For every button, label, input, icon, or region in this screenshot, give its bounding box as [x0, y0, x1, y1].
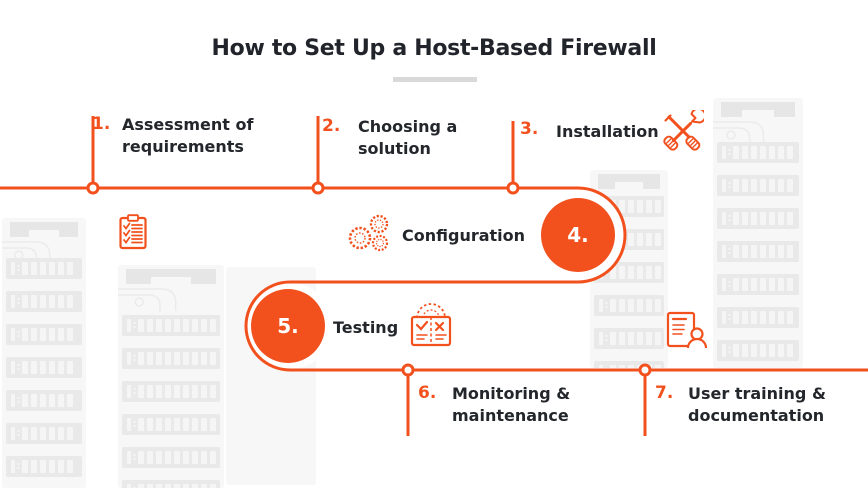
- infographic-host-based-firewall: How to Set Up a Host-Based Firewall 1. A…: [0, 36, 868, 488]
- process-path: [0, 116, 868, 436]
